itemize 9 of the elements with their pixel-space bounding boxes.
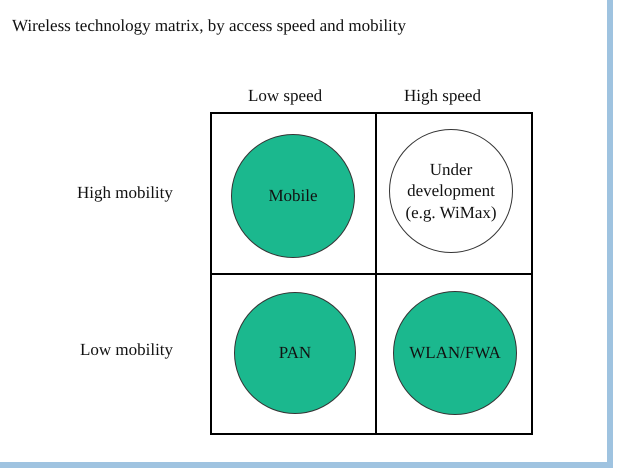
- column-header: High speed: [404, 86, 481, 106]
- category-label: Mobile: [268, 185, 318, 207]
- row-header: High mobility: [77, 183, 173, 203]
- column-header: Low speed: [248, 86, 322, 106]
- diagram-title: Wireless technology matrix, by access speed and mobility: [12, 16, 406, 36]
- category-label: WLAN/FWA: [409, 342, 501, 364]
- category-label: Under development (e.g. WiMax): [404, 159, 498, 223]
- category-label: PAN: [278, 342, 312, 364]
- row-header: Low mobility: [80, 340, 174, 360]
